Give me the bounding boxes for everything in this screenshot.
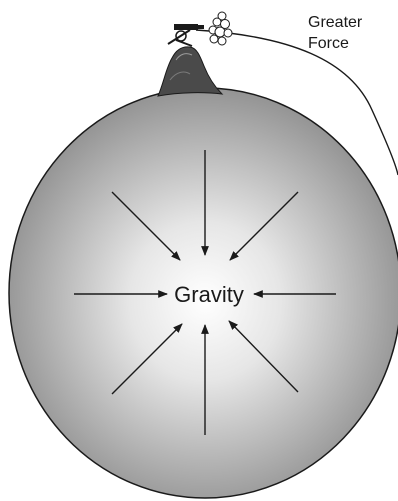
- force-label-line2: Force: [308, 35, 349, 52]
- force-label-line1: Greater: [308, 14, 363, 31]
- smoke-puff-icon: [209, 12, 232, 45]
- gravity-label: Gravity: [174, 282, 244, 307]
- mountain: [158, 47, 222, 96]
- cannon-icon: [168, 24, 204, 46]
